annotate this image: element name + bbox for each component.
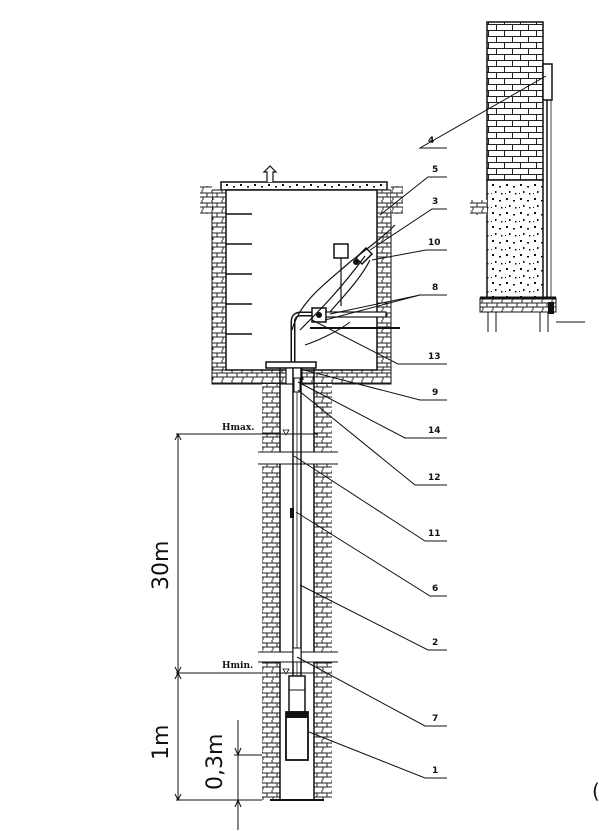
- dimension-0-3m: 0,3m: [203, 734, 228, 790]
- dimension-1m: 1m: [149, 725, 174, 760]
- callout-3: 3: [432, 197, 438, 207]
- submersible-pump: [285, 675, 309, 761]
- edge-glyph: (: [592, 779, 599, 803]
- callout-7: 7: [432, 714, 438, 724]
- riser-pipe: [290, 368, 302, 695]
- dimension-30m: 30m: [149, 541, 174, 590]
- chamber-walls: [200, 165, 403, 385]
- wall-section: [470, 21, 585, 332]
- callout-5: 5: [432, 165, 438, 175]
- callout-14: 14: [428, 426, 441, 436]
- callout-10: 10: [428, 238, 441, 248]
- ladder-rungs: [226, 213, 252, 335]
- hmin-label: Hmin.: [222, 661, 253, 671]
- callout-11: 11: [428, 529, 441, 539]
- dimension-lines: [174, 432, 276, 830]
- callout-1: 1: [432, 766, 438, 776]
- callout-12: 12: [428, 473, 441, 483]
- callout-6: 6: [432, 584, 438, 594]
- callout-leaders: [293, 75, 547, 779]
- callout-2: 2: [432, 638, 438, 648]
- hmax-label: Hmax.: [222, 423, 254, 433]
- callout-4: 4: [428, 136, 434, 146]
- control-box: [542, 63, 554, 314]
- callout-9: 9: [432, 388, 438, 398]
- callout-13: 13: [428, 352, 441, 362]
- callout-8: 8: [432, 283, 438, 293]
